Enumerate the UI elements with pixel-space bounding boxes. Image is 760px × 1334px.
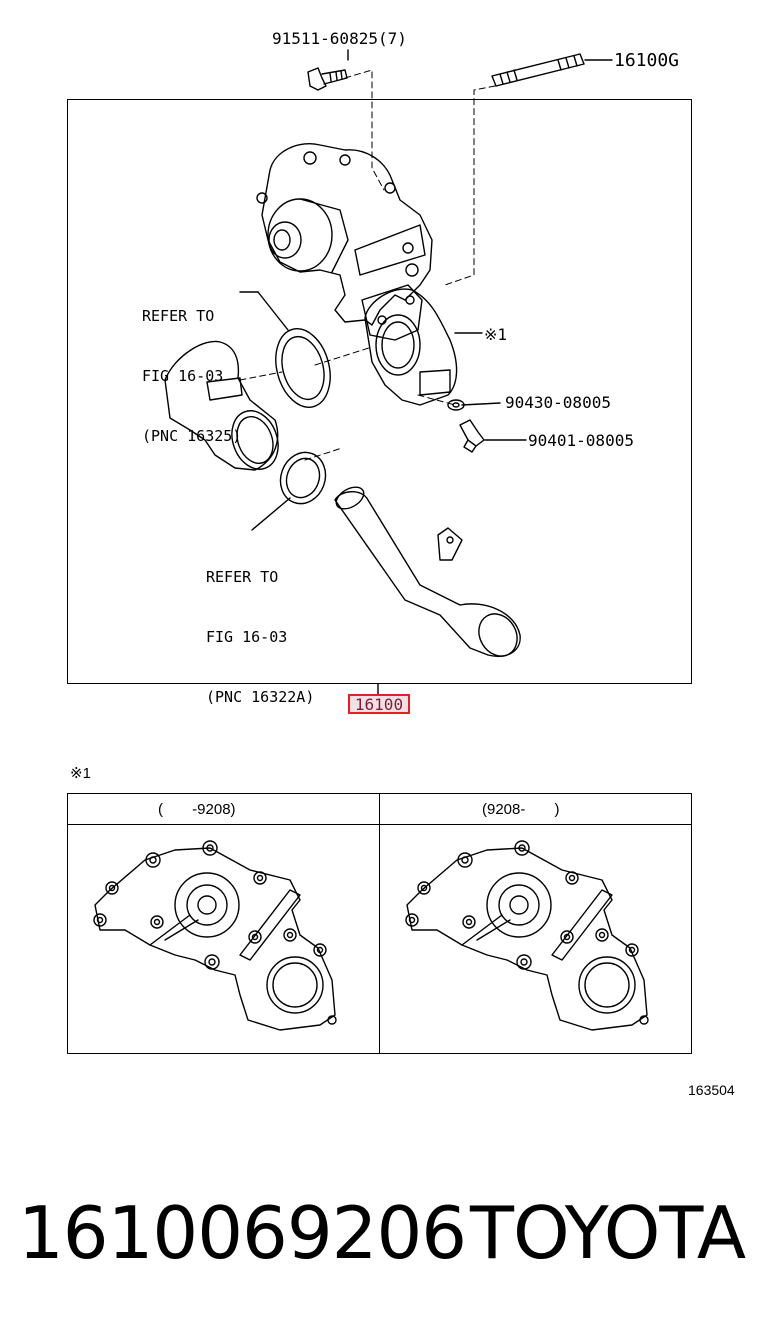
refer-line-2: FIG 16-03 <box>142 367 224 385</box>
stud-16100g <box>491 53 585 87</box>
footer-brand: TOYOTA <box>470 1191 746 1275</box>
main-part-16100[interactable]: 16100 <box>348 694 410 714</box>
note-mark-diagram: ※1 <box>484 325 508 344</box>
illustration-id: 163504 <box>688 1082 735 1098</box>
footer-part-number: 1610069206 <box>18 1191 467 1275</box>
variant-housing-left <box>93 840 337 1031</box>
bolt-91511 <box>307 67 348 91</box>
pump-housing <box>364 288 458 406</box>
refer-line-1: REFER TO <box>206 568 279 586</box>
inlet-pipe <box>334 486 521 657</box>
refer-note-16325[interactable]: REFER TO FIG 16-03 (PNC 16325) <box>142 266 241 466</box>
o-ring-16325 <box>275 328 331 408</box>
variant-housing-right <box>405 840 649 1031</box>
label-gasket-90430[interactable]: 90430-08005 <box>505 393 611 412</box>
plug-90401 <box>459 419 485 453</box>
diagram-frame <box>67 99 692 684</box>
label-bolt-91511[interactable]: 91511-60825(7) <box>272 29 407 48</box>
variant-right-range: (9208- ) <box>482 801 560 818</box>
refer-note-16322a[interactable]: REFER TO FIG 16-03 (PNC 16322A) <box>206 527 314 727</box>
label-stud-16100g[interactable]: 16100G <box>614 50 680 71</box>
refer-line-3: (PNC 16322A) <box>206 688 315 706</box>
label-plug-90401[interactable]: 90401-08005 <box>528 431 634 450</box>
variant-left-range: ( -9208) <box>158 801 236 818</box>
inlet-elbow <box>164 340 279 471</box>
refer-line-2: FIG 16-03 <box>206 628 288 646</box>
refer-line-3: (PNC 16325) <box>142 427 242 445</box>
refer-line-1: REFER TO <box>142 307 215 325</box>
o-ring-16322a <box>279 451 327 505</box>
note-mark-variants: ※1 <box>70 765 91 782</box>
water-pump-body <box>256 143 433 341</box>
gasket-90430 <box>447 399 465 411</box>
